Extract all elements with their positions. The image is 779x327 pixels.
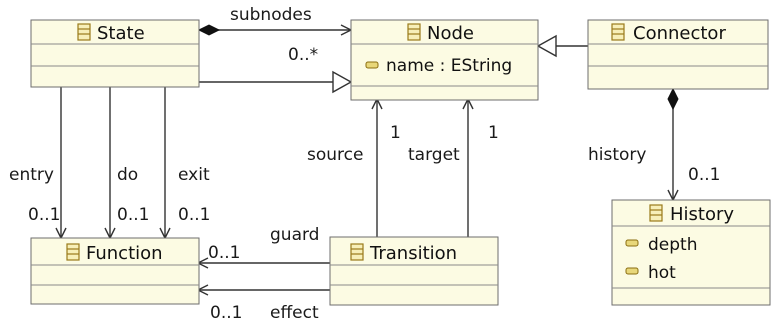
class-name-function: Function <box>86 243 163 264</box>
class-name-node: Node <box>427 23 474 44</box>
edge-label-source: source <box>307 145 363 165</box>
multiplicity-effect: 0..1 <box>210 303 242 323</box>
multiplicity-guard: 0..1 <box>208 243 240 263</box>
edge-source[interactable] <box>371 97 383 237</box>
edge-effect[interactable] <box>196 284 330 296</box>
class-function[interactable]: Function <box>30 237 200 305</box>
edge-label-history: history <box>588 145 646 165</box>
class-icon <box>649 204 663 222</box>
class-state[interactable]: State <box>30 19 200 88</box>
edge-history[interactable] <box>667 87 679 202</box>
edge-label-do: do <box>117 165 138 185</box>
edge-generalization-connector-node[interactable] <box>536 34 588 58</box>
multiplicity-subnodes: 0..* <box>288 45 318 65</box>
class-name-history: History <box>670 204 734 225</box>
attribute-hot: hot <box>648 263 676 283</box>
edge-label-exit: exit <box>178 165 210 185</box>
class-connector[interactable]: Connector <box>587 19 769 90</box>
multiplicity-entry: 0..1 <box>28 205 60 225</box>
multiplicity-target: 1 <box>488 123 499 143</box>
edge-do[interactable] <box>104 87 116 240</box>
class-history[interactable]: History depth hot <box>611 199 771 306</box>
attribute-icon <box>625 239 639 247</box>
attribute-icon <box>625 267 639 275</box>
edge-label-entry: entry <box>9 165 54 185</box>
class-icon <box>350 243 364 261</box>
attribute-depth: depth <box>648 235 697 255</box>
class-name-connector: Connector <box>633 23 726 44</box>
multiplicity-do: 0..1 <box>117 205 149 225</box>
multiplicity-history: 0..1 <box>688 165 720 185</box>
multiplicity-exit: 0..1 <box>178 205 210 225</box>
attribute-icon <box>365 61 379 69</box>
edge-target[interactable] <box>462 97 474 237</box>
edge-subnodes[interactable] <box>197 24 353 36</box>
multiplicity-source: 1 <box>390 123 401 143</box>
attribute-name-estring: name : EString <box>386 56 512 76</box>
class-icon <box>77 23 91 41</box>
class-icon <box>611 23 625 41</box>
class-name-state: State <box>97 23 145 44</box>
edge-generalization-state-node[interactable] <box>199 70 353 94</box>
edge-label-target: target <box>408 145 460 165</box>
class-node[interactable]: Node name : EString <box>350 19 539 101</box>
edge-label-subnodes: subnodes <box>230 5 312 25</box>
edge-label-effect: effect <box>270 303 319 323</box>
edge-label-guard: guard <box>270 225 319 245</box>
class-icon <box>407 23 421 41</box>
edge-exit[interactable] <box>159 87 171 240</box>
class-icon <box>66 243 80 261</box>
class-transition[interactable]: Transition <box>329 236 499 306</box>
class-name-transition: Transition <box>369 243 457 264</box>
